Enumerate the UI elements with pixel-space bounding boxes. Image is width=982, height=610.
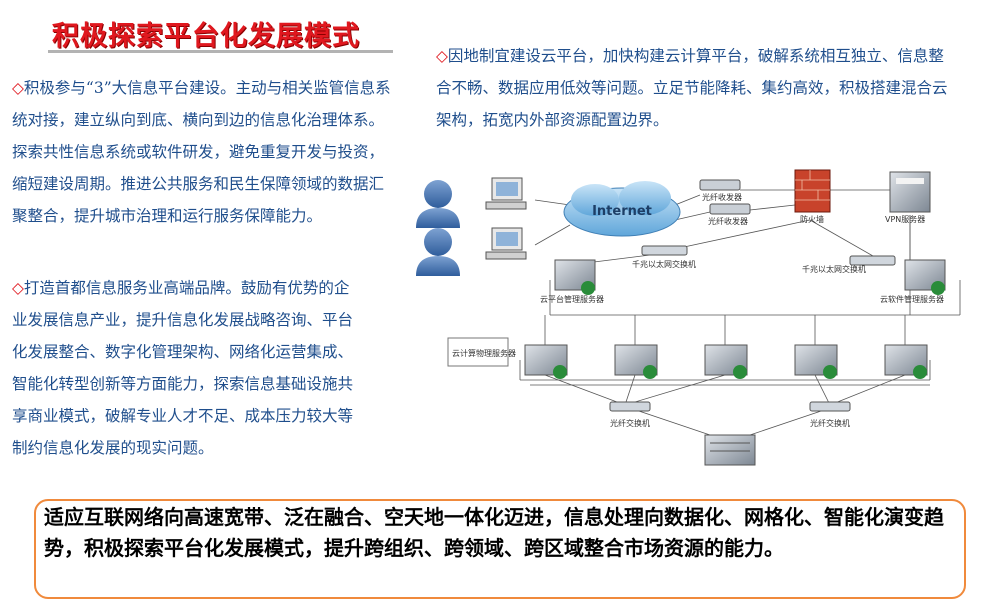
storage-array-icon <box>704 434 756 466</box>
diamond-bullet-icon: ◇ <box>12 279 24 297</box>
physical-server-icon <box>884 344 928 379</box>
paragraph-text: 因地制宜建设云平台，加快构建云计算平台，破解系统相互独立、信息整合不畅、数据应用… <box>436 47 948 129</box>
fiber-switch-icon: 光纤交换机 <box>609 401 651 428</box>
gigabit-switch-icon: 千兆以太网交换机 <box>632 245 696 269</box>
physical-server-label-box: 云计算物理服务器 <box>447 337 516 367</box>
internet-cloud-icon: Internet <box>563 181 681 237</box>
firewall-icon: 防火墙 <box>794 169 831 224</box>
user-icon <box>416 228 460 276</box>
title-underline <box>48 50 393 53</box>
diamond-bullet-icon: ◇ <box>12 79 24 97</box>
physical-server-label: 云计算物理服务器 <box>452 348 516 358</box>
cloud-sw-server-label: 云软件管理服务器 <box>880 294 944 304</box>
vpn-server-icon: VPN服务器 <box>885 171 931 224</box>
fiber-transceiver-label: 光纤收发器 <box>708 216 748 226</box>
fiber-transceiver-icon: 光纤收发器 <box>708 203 751 226</box>
fiber-switch-label: 光纤交换机 <box>610 418 650 428</box>
cloud-mgmt-server-label: 云平台管理服务器 <box>540 294 604 304</box>
desktop-computer-icon <box>485 177 527 210</box>
cloud-software-server-icon: 云软件管理服务器 <box>880 259 946 304</box>
gigabit-switch-icon: 千兆以太网交换机 <box>802 255 896 274</box>
switch-label: 千兆以太网交换机 <box>802 264 866 274</box>
fiber-switch-icon: 光纤交换机 <box>809 401 851 428</box>
summary-text: 适应互联网络向高速宽带、泛在融合、空天地一体化迈进，信息处理向数据化、网格化、智… <box>44 505 944 560</box>
paragraph-cloud-platform: ◇因地制宜建设云平台，加快构建云计算平台，破解系统相互独立、信息整合不畅、数据应… <box>436 40 948 136</box>
user-icon <box>416 180 460 228</box>
switch-label: 千兆以太网交换机 <box>632 259 696 269</box>
fiber-transceiver-label: 光纤收发器 <box>702 192 742 202</box>
physical-server-icon <box>704 344 748 379</box>
vpn-server-label: VPN服务器 <box>885 214 925 224</box>
network-diagram: Internet 光纤收发器 光纤收发器 防火墙 VPN服务器 千兆以太网交换机… <box>416 169 961 466</box>
fiber-transceiver-icon: 光纤收发器 <box>699 179 742 202</box>
diamond-bullet-icon: ◇ <box>436 47 448 65</box>
physical-server-icon <box>614 344 658 379</box>
physical-server-icon <box>794 344 838 379</box>
cloud-management-server-icon: 云平台管理服务器 <box>540 259 604 304</box>
physical-server-icon <box>524 344 568 379</box>
internet-label: Internet <box>592 204 652 219</box>
paragraph-platform-building: ◇积极参与“3”大信息平台建设。主动与相关监管信息系统对接，建立纵向到底、横向到… <box>12 72 397 232</box>
paragraph-brand-building: ◇打造首都信息服务业高端品牌。鼓励有优势的企业发展信息产业，提升信息化发展战略咨… <box>12 272 364 464</box>
summary-box <box>34 499 966 599</box>
page-title: 积极探索平台化发展模式 <box>52 21 360 52</box>
firewall-label: 防火墙 <box>800 214 824 224</box>
paragraph-text: 打造首都信息服务业高端品牌。鼓励有优势的企业发展信息产业，提升信息化发展战略咨询… <box>12 279 354 457</box>
desktop-computer-icon <box>485 227 527 260</box>
paragraph-text: 积极参与“3”大信息平台建设。主动与相关监管信息系统对接，建立纵向到底、横向到边… <box>12 79 391 225</box>
fiber-switch-label: 光纤交换机 <box>810 418 850 428</box>
